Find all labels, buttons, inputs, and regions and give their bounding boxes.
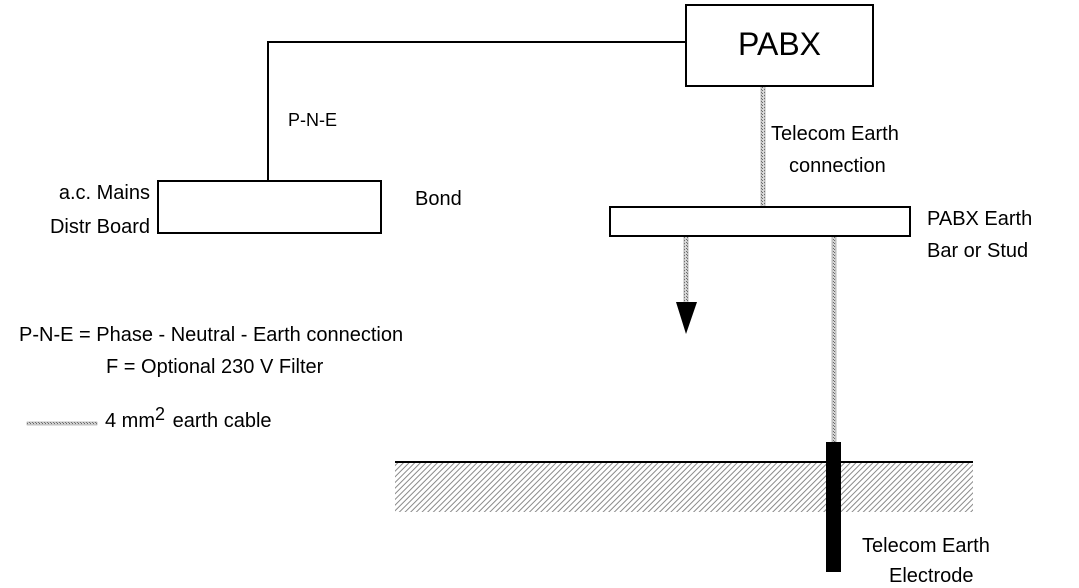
telecom-earth-connection-label-2: connection bbox=[789, 155, 886, 177]
telecom-earth-connection-cable bbox=[760, 85, 766, 209]
pabx-earth-bar bbox=[609, 206, 911, 237]
legend-cable-superscript: 2 bbox=[155, 404, 166, 424]
legend-cable-suffix: earth cable bbox=[172, 410, 272, 432]
pne-wire bbox=[267, 41, 685, 182]
earth-bar-downlead-cable bbox=[683, 235, 689, 305]
legend-pne-definition: P-N-E = Phase - Neutral - Earth connecti… bbox=[19, 324, 404, 346]
pne-label: P-N-E bbox=[288, 110, 337, 130]
down-arrow-icon bbox=[676, 302, 697, 334]
mains-board-label-2: Distr Board bbox=[49, 216, 150, 238]
legend-cable-sample bbox=[26, 421, 98, 426]
legend-filter-definition: F = Optional 230 V Filter bbox=[106, 356, 324, 378]
electrode-label-2: Electrode bbox=[889, 565, 974, 587]
ground-hatch bbox=[395, 462, 973, 512]
mains-board-label-1: a.c. Mains bbox=[58, 182, 150, 204]
legend-cable-prefix: 4 mm bbox=[105, 410, 155, 432]
earth-electrode bbox=[826, 442, 841, 572]
legend-cable-text: 4 mm2 earth cable bbox=[105, 405, 272, 433]
electrode-label-1: Telecom Earth bbox=[862, 535, 990, 557]
earth-bar-label-1: PABX Earth bbox=[927, 208, 1033, 230]
earth-bar-label-2: Bar or Stud bbox=[927, 240, 1029, 262]
pabx-label: PABX bbox=[738, 26, 821, 62]
electrode-cable bbox=[831, 235, 837, 443]
bond-label: Bond bbox=[415, 188, 462, 210]
telecom-earth-connection-label-1: Telecom Earth bbox=[771, 123, 899, 145]
pabx-box: PABX bbox=[685, 4, 874, 87]
mains-distr-board bbox=[157, 180, 382, 234]
